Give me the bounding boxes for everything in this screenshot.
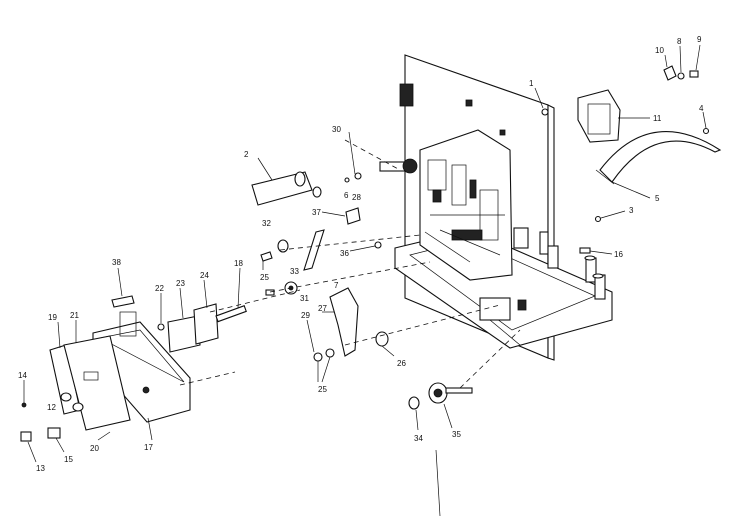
- callout-13: 13: [36, 464, 45, 473]
- callout-14: 14: [18, 371, 27, 380]
- bottom-center-parts: [408, 329, 521, 516]
- callout-38: 38: [112, 258, 121, 267]
- callout-27: 27: [318, 304, 327, 313]
- callout-29: 29: [301, 311, 310, 320]
- callout-25: 25: [260, 273, 269, 282]
- left-subassembly: [20, 267, 301, 463]
- top-right-parts: [534, 44, 722, 255]
- callout-2: 2: [244, 150, 249, 159]
- callout-6: 6: [344, 191, 349, 200]
- callout-25-lower: 25: [318, 385, 327, 394]
- callout-37: 37: [312, 208, 321, 217]
- callout-11: 11: [653, 114, 662, 123]
- middle-parts: [251, 131, 501, 383]
- callout-17: 17: [144, 443, 153, 452]
- callout-12: 12: [47, 403, 56, 412]
- callout-26: 26: [397, 359, 406, 368]
- callout-31: 31: [300, 294, 309, 303]
- callout-33: 33: [290, 267, 299, 276]
- callout-3: 3: [629, 206, 634, 215]
- callout-7: 7: [334, 281, 339, 290]
- callout-labels: 1 2 3 4 5 6 7 8 9 10 11 12 13 14 15 16 1…: [18, 35, 704, 473]
- callout-20: 20: [90, 444, 99, 453]
- callout-32: 32: [262, 219, 271, 228]
- callout-24: 24: [200, 271, 209, 280]
- callout-8: 8: [677, 37, 682, 46]
- callout-34: 34: [414, 434, 423, 443]
- callout-21: 21: [70, 311, 79, 320]
- callout-36: 36: [340, 249, 349, 258]
- callout-1: 1: [529, 79, 534, 88]
- callout-30: 30: [332, 125, 341, 134]
- callout-4: 4: [699, 104, 704, 113]
- callout-10: 10: [655, 46, 664, 55]
- callout-35: 35: [452, 430, 461, 439]
- callout-5: 5: [655, 194, 660, 203]
- callout-28: 28: [352, 193, 361, 202]
- callout-19: 19: [48, 313, 57, 322]
- callout-22: 22: [155, 284, 164, 293]
- callout-16: 16: [614, 250, 623, 259]
- callout-15: 15: [64, 455, 73, 464]
- callout-18: 18: [234, 259, 243, 268]
- callout-23: 23: [176, 279, 185, 288]
- callout-9: 9: [697, 35, 702, 44]
- main-chassis: [379, 54, 613, 361]
